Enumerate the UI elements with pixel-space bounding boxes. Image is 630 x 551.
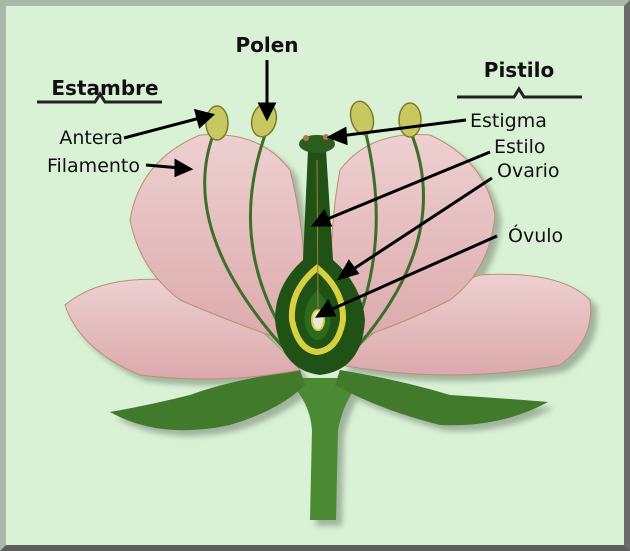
- anthers: [205, 100, 422, 141]
- petal-upper-left: [129, 133, 307, 346]
- label-anther: Antera: [59, 127, 123, 149]
- group-pistil: Pistilo: [484, 58, 554, 82]
- label-pollen: Polen: [235, 33, 298, 57]
- label-stigma: Estigma: [470, 110, 547, 132]
- label-style: Estilo: [494, 136, 546, 158]
- label-ovary: Ovario: [497, 160, 560, 182]
- pistil-bracket: [457, 86, 582, 99]
- label-ovule: Óvulo: [508, 223, 563, 247]
- label-filament: Filamento: [47, 155, 140, 177]
- sepal-right: [335, 370, 548, 426]
- stem: [285, 378, 365, 520]
- stamen-bracket: [37, 91, 162, 104]
- pointer-arrows: [123, 60, 498, 318]
- group-stamen: Estambre: [51, 76, 158, 100]
- sepal-left: [110, 370, 305, 431]
